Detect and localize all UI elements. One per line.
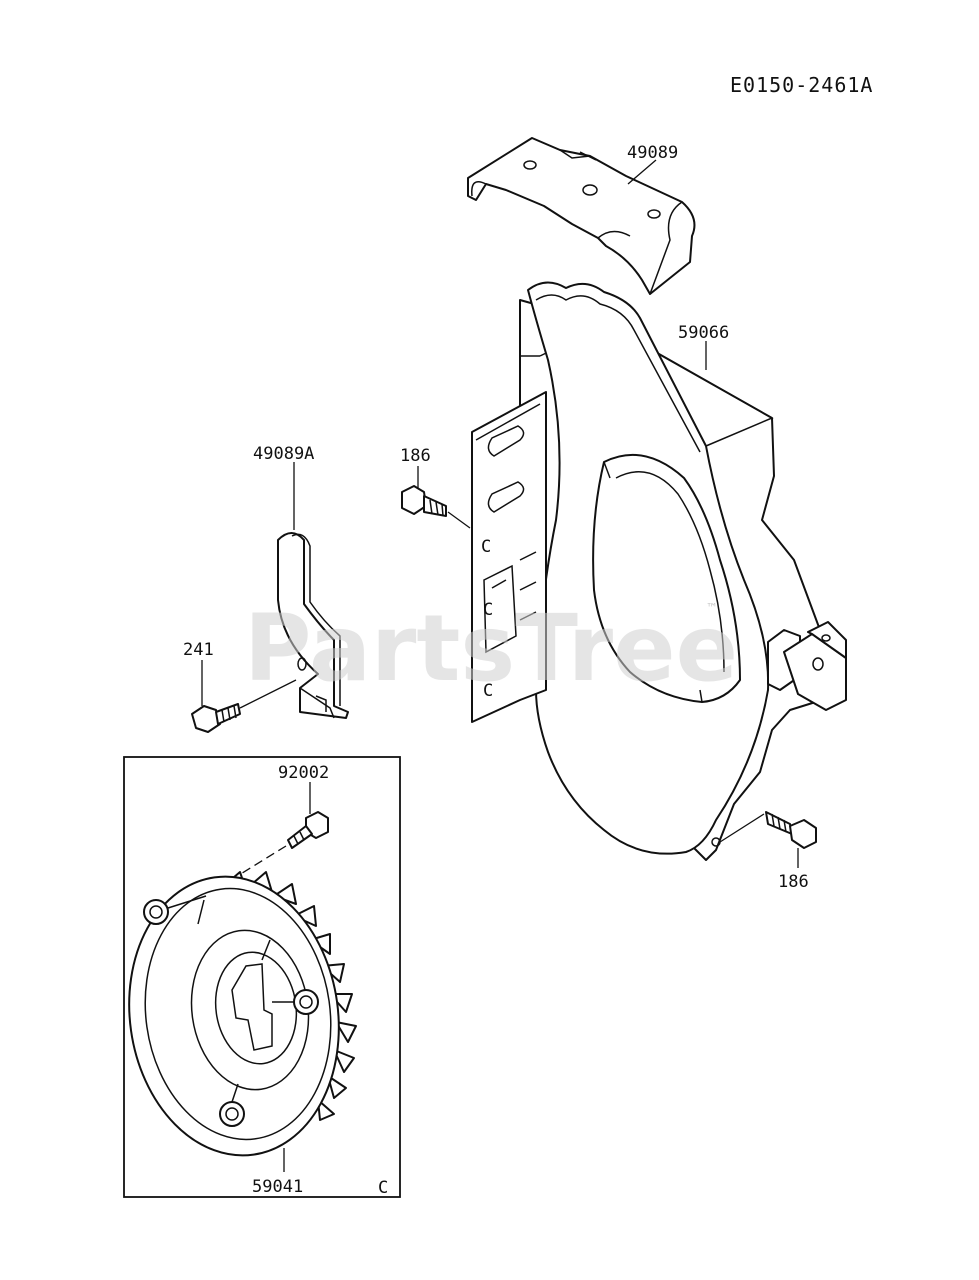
cover-49089a[interactable] [277, 532, 349, 719]
label-59066: 59066 [678, 323, 729, 343]
bolt-186-lower[interactable] [765, 811, 817, 849]
label-59041: 59041 [252, 1177, 303, 1197]
inset-letter: C [378, 1178, 388, 1198]
cover-49089[interactable] [467, 137, 696, 295]
label-241: 241 [183, 640, 214, 660]
inset-box [123, 756, 401, 1198]
label-186-lower: 186 [778, 872, 809, 892]
label-92002: 92002 [278, 763, 329, 783]
bolt-186-upper[interactable] [401, 485, 447, 517]
reference-code: E0150-2461A [730, 73, 873, 97]
watermark: PartsTree [244, 595, 738, 702]
bolt-241[interactable] [191, 703, 241, 733]
leader-186-upper-to-plate [447, 511, 471, 529]
plate-mark-1: C [481, 537, 491, 557]
plate-mark-2: C [483, 600, 493, 620]
leader-186-lower-to-housing [719, 813, 765, 843]
leader-241-to-cover [239, 679, 297, 709]
label-49089: 49089 [627, 143, 678, 163]
watermark-trademark: ™ [706, 601, 718, 615]
fan-59041[interactable] [112, 863, 357, 1169]
leader-49089 [627, 159, 657, 185]
blower-housing-59066[interactable]: C C C [471, 281, 847, 861]
label-49089a: 49089A [253, 444, 314, 464]
plate-mark-3: C [483, 681, 493, 701]
screw-92002[interactable] [287, 811, 329, 849]
label-186-upper: 186 [400, 446, 431, 466]
